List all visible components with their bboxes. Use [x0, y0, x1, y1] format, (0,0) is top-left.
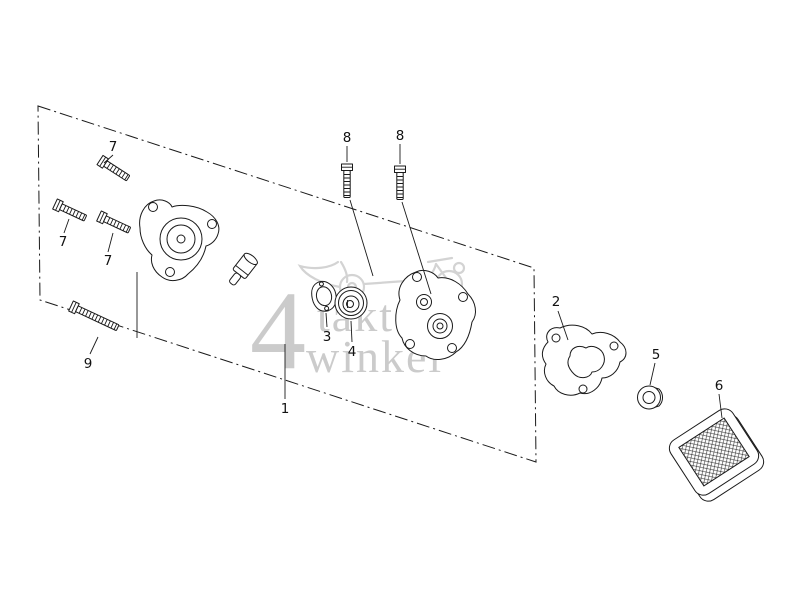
- bolt-7a: [96, 154, 132, 184]
- callout-labels: 7 7 7 9 8 8 1 3 4 2 5 6: [59, 128, 724, 417]
- bolt-8a-axis-line: [349, 199, 374, 277]
- watermark-digit: 4: [250, 269, 306, 393]
- callout-8a: 8: [343, 130, 352, 146]
- callout-7a: 7: [109, 139, 118, 155]
- callout-2: 2: [552, 294, 561, 310]
- bolt-8b: [394, 165, 406, 200]
- bolt-8a: [341, 163, 353, 198]
- bolt-9: [68, 300, 121, 334]
- pump-body: [395, 269, 476, 360]
- gasket-2: [541, 324, 627, 396]
- pump-cover-plate: [139, 199, 220, 282]
- bolt-8b-axis-line: [401, 201, 432, 295]
- pump-plunger: [229, 252, 258, 286]
- leader-lines: [63, 144, 723, 419]
- filter-screen-6: [668, 408, 765, 502]
- assembly-frame-outline: [37, 105, 537, 463]
- callout-7c: 7: [104, 253, 113, 269]
- callout-6: 6: [715, 378, 724, 394]
- callout-8b: 8: [396, 128, 405, 144]
- callout-5: 5: [652, 347, 661, 363]
- bolt-7c: [96, 210, 133, 236]
- callout-9: 9: [84, 356, 93, 372]
- gasket-3: [311, 280, 337, 312]
- bushing-5: [637, 385, 663, 410]
- callout-1: 1: [281, 401, 290, 417]
- callout-4: 4: [348, 344, 357, 360]
- callout-3: 3: [323, 329, 332, 345]
- rotor-set-4: [334, 286, 368, 320]
- callout-7b: 7: [59, 234, 68, 250]
- bolt-7b: [52, 198, 89, 224]
- watermark: 4 takt winkel: [250, 256, 466, 393]
